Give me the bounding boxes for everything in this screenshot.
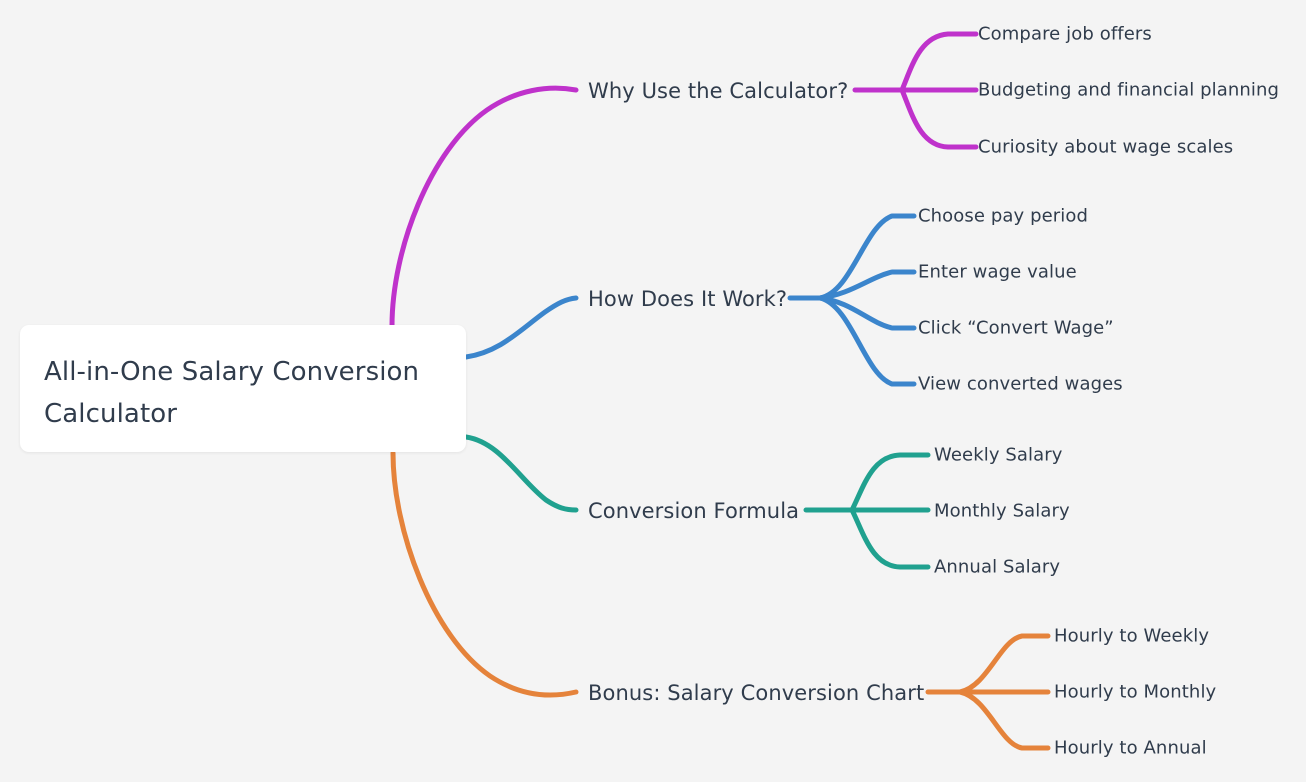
- edge-group-branch-3: [463, 434, 931, 570]
- leaf-label-compare-job-offers[interactable]: Compare job offers: [978, 23, 1152, 45]
- root-node-label: All-in-One Salary Conversion Calculator: [44, 357, 420, 429]
- branch-label-bonus-salary-conversion-chart[interactable]: Bonus: Salary Conversion Chart: [588, 681, 925, 705]
- leaf-label-monthly-salary[interactable]: Monthly Salary: [934, 500, 1070, 522]
- leaf-label-view-converted-wages[interactable]: View converted wages: [918, 373, 1123, 395]
- edge-root-to-branch-2: [463, 295, 579, 360]
- edge-branch-1-to-leaf-1: [899, 31, 979, 93]
- branch-label-why-use-the-calculator[interactable]: Why Use the Calculator?: [588, 79, 849, 103]
- edge-group-branch-4: [390, 450, 1051, 751]
- leaf-label-enter-wage-value[interactable]: Enter wage value: [918, 261, 1077, 283]
- edge-branch-4-to-leaf-1: [957, 633, 1051, 695]
- edge-root-to-branch-3: [463, 434, 579, 513]
- edge-root-to-branch-1: [389, 85, 579, 329]
- root-node[interactable]: All-in-One Salary Conversion Calculator: [20, 325, 466, 452]
- edge-branch-3-to-leaf-1: [849, 452, 931, 513]
- leaf-label-curiosity-about-wage-scales[interactable]: Curiosity about wage scales: [978, 136, 1234, 158]
- edge-branch-1-to-leaf-3: [899, 87, 979, 150]
- edge-branch-2-to-leaf-1: [817, 213, 917, 301]
- leaf-label-hourly-to-monthly[interactable]: Hourly to Monthly: [1054, 681, 1217, 703]
- edge-branch-2-to-leaf-3: [817, 295, 917, 331]
- leaf-label-choose-pay-period[interactable]: Choose pay period: [918, 205, 1089, 227]
- edge-root-to-branch-4: [390, 450, 579, 698]
- leaf-label-click-convert-wage[interactable]: Click “Convert Wage”: [918, 317, 1114, 339]
- edge-branch-2-to-leaf-4: [817, 295, 917, 387]
- edge-group-branch-2: [463, 213, 917, 387]
- leaf-label-budgeting-and-financial-planning[interactable]: Budgeting and financial planning: [978, 79, 1280, 101]
- edge-branch-4-to-leaf-3: [957, 689, 1051, 751]
- leaf-label-annual-salary[interactable]: Annual Salary: [934, 556, 1061, 578]
- edge-branch-2-to-leaf-2: [817, 269, 917, 301]
- edge-branch-3-to-leaf-3: [849, 507, 931, 570]
- branch-label-conversion-formula[interactable]: Conversion Formula: [588, 499, 800, 523]
- leaf-label-hourly-to-annual[interactable]: Hourly to Annual: [1054, 737, 1207, 759]
- edge-group-branch-1: [389, 31, 979, 329]
- leaf-label-weekly-salary[interactable]: Weekly Salary: [934, 444, 1063, 466]
- branch-label-how-does-it-work[interactable]: How Does It Work?: [588, 287, 788, 311]
- leaf-label-hourly-to-weekly[interactable]: Hourly to Weekly: [1054, 625, 1210, 647]
